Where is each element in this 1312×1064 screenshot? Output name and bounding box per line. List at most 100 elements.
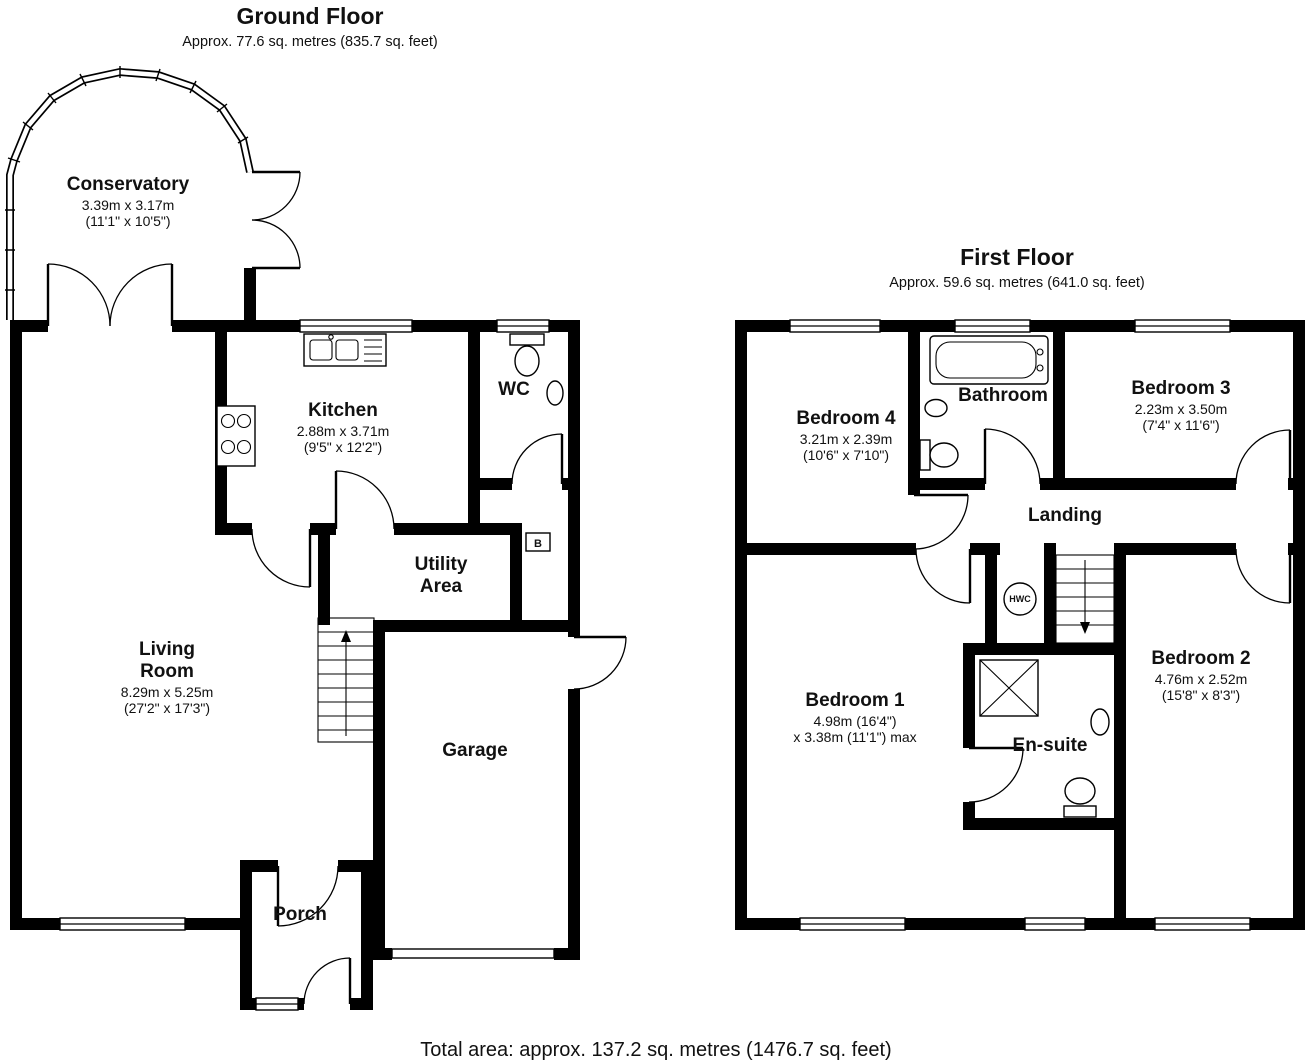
wall xyxy=(361,860,373,1010)
wall xyxy=(1250,918,1305,930)
door-swing xyxy=(303,957,351,1005)
wall xyxy=(905,918,1025,930)
bedroom4-dims-m: 3.21m x 2.39m xyxy=(800,431,893,447)
kitchen-dims-ft: (9'5" x 12'2") xyxy=(304,439,382,455)
drainer-lines xyxy=(364,339,382,362)
wall xyxy=(963,643,1126,655)
wall xyxy=(568,689,580,948)
bedroom3-label: Bedroom 3 xyxy=(1131,378,1230,399)
first-floor-plan: First Floor Approx. 59.6 sq. metres (641… xyxy=(735,244,1305,931)
living-room-label-2: Room xyxy=(140,661,194,682)
sink-bowl xyxy=(309,339,333,361)
bath-inner xyxy=(935,341,1037,379)
shower xyxy=(979,659,1039,717)
ensuite-toilet xyxy=(1063,777,1097,818)
hwc-cylinder: HWC xyxy=(1003,582,1037,616)
ensuite-sink xyxy=(1090,708,1110,736)
wall xyxy=(908,478,985,490)
wall xyxy=(1053,332,1065,478)
conservatory-dims-ft: (11'1" x 10'5") xyxy=(85,213,170,229)
door-swing xyxy=(984,428,1041,485)
cistern xyxy=(919,439,931,471)
bedroom2-dims-ft: (15'8" x 8'3") xyxy=(1162,687,1240,703)
wall xyxy=(1044,543,1056,555)
bathtub xyxy=(929,335,1049,385)
living-room-dims-ft: (27'2" x 17'3") xyxy=(124,700,210,716)
wall xyxy=(1030,320,1135,332)
bath-outer xyxy=(929,335,1049,385)
wall xyxy=(10,320,22,930)
wall xyxy=(970,543,1000,555)
wall xyxy=(1293,320,1305,930)
wall xyxy=(1114,555,1126,930)
door-swing xyxy=(968,747,1024,803)
door-swing xyxy=(251,528,311,588)
hwc-circle xyxy=(1003,582,1037,616)
door-swing xyxy=(335,470,395,530)
wall xyxy=(735,918,800,930)
first-windows xyxy=(789,319,1251,931)
hob-unit xyxy=(216,405,256,467)
door-swing xyxy=(47,263,111,327)
wall xyxy=(10,918,60,930)
first-doors xyxy=(913,428,1292,803)
wall xyxy=(318,535,330,625)
tap-icon xyxy=(1036,364,1044,372)
wall xyxy=(963,655,975,748)
stair-arrow-head xyxy=(341,630,351,642)
wall xyxy=(240,860,252,1010)
wall xyxy=(350,998,373,1010)
wc-toilet xyxy=(509,333,545,377)
wall xyxy=(310,523,336,535)
glazing-mullions xyxy=(5,66,249,291)
toilet-bowl xyxy=(514,345,540,377)
wall xyxy=(1044,555,1056,643)
wall xyxy=(468,332,480,535)
sink-bowl xyxy=(335,339,359,361)
burner xyxy=(220,439,236,455)
wall xyxy=(985,555,997,643)
bedroom4-label: Bedroom 4 xyxy=(796,408,896,429)
door-swing xyxy=(109,263,173,327)
living-room-label-1: Living xyxy=(139,639,195,660)
bedroom3-dims-m: 2.23m x 3.50m xyxy=(1135,401,1228,417)
conservatory-glazing xyxy=(5,66,254,320)
shower-cross xyxy=(979,659,1039,717)
bedroom1-dims-1: 4.98m (16'4") xyxy=(813,713,896,729)
bathroom-sink xyxy=(924,398,948,418)
burner xyxy=(236,439,252,455)
wall xyxy=(747,543,916,555)
landing-label: Landing xyxy=(1028,505,1102,526)
wc-label: WC xyxy=(498,379,530,400)
bedroom1-dims-2: x 3.38m (11'1") max xyxy=(793,729,916,745)
utility-label-2: Area xyxy=(420,576,463,597)
ground-floor-area: Approx. 77.6 sq. metres (835.7 sq. feet) xyxy=(182,34,438,50)
bedroom2-label: Bedroom 2 xyxy=(1151,648,1250,669)
first-floor-area: Approx. 59.6 sq. metres (641.0 sq. feet) xyxy=(889,275,1145,291)
wall xyxy=(240,998,256,1010)
bedroom4-dims-ft: (10'6" x 7'10") xyxy=(803,447,889,463)
bedroom3-dims-ft: (7'4" x 11'6") xyxy=(1142,417,1219,433)
ground-doors xyxy=(46,170,627,1005)
wall xyxy=(215,523,252,535)
wall xyxy=(373,620,385,960)
hwc-label: HWC xyxy=(1009,594,1031,604)
hob xyxy=(216,405,256,467)
wall xyxy=(562,478,568,490)
boiler xyxy=(525,532,551,552)
tap-icon xyxy=(1036,348,1044,356)
garage-door xyxy=(391,948,555,959)
wall xyxy=(880,320,955,332)
boiler-label: B xyxy=(534,538,542,550)
wall xyxy=(554,948,580,960)
bedroom2-dims-m: 4.76m x 2.52m xyxy=(1155,671,1248,687)
wall xyxy=(1230,320,1305,332)
kitchen-dims-m: 2.88m x 3.71m xyxy=(297,423,390,439)
cistern xyxy=(509,333,545,346)
wall xyxy=(1114,543,1236,555)
wall xyxy=(385,620,580,632)
wall xyxy=(735,320,790,332)
wall xyxy=(240,860,278,872)
wall xyxy=(338,860,373,872)
bathroom-label: Bathroom xyxy=(958,385,1048,406)
